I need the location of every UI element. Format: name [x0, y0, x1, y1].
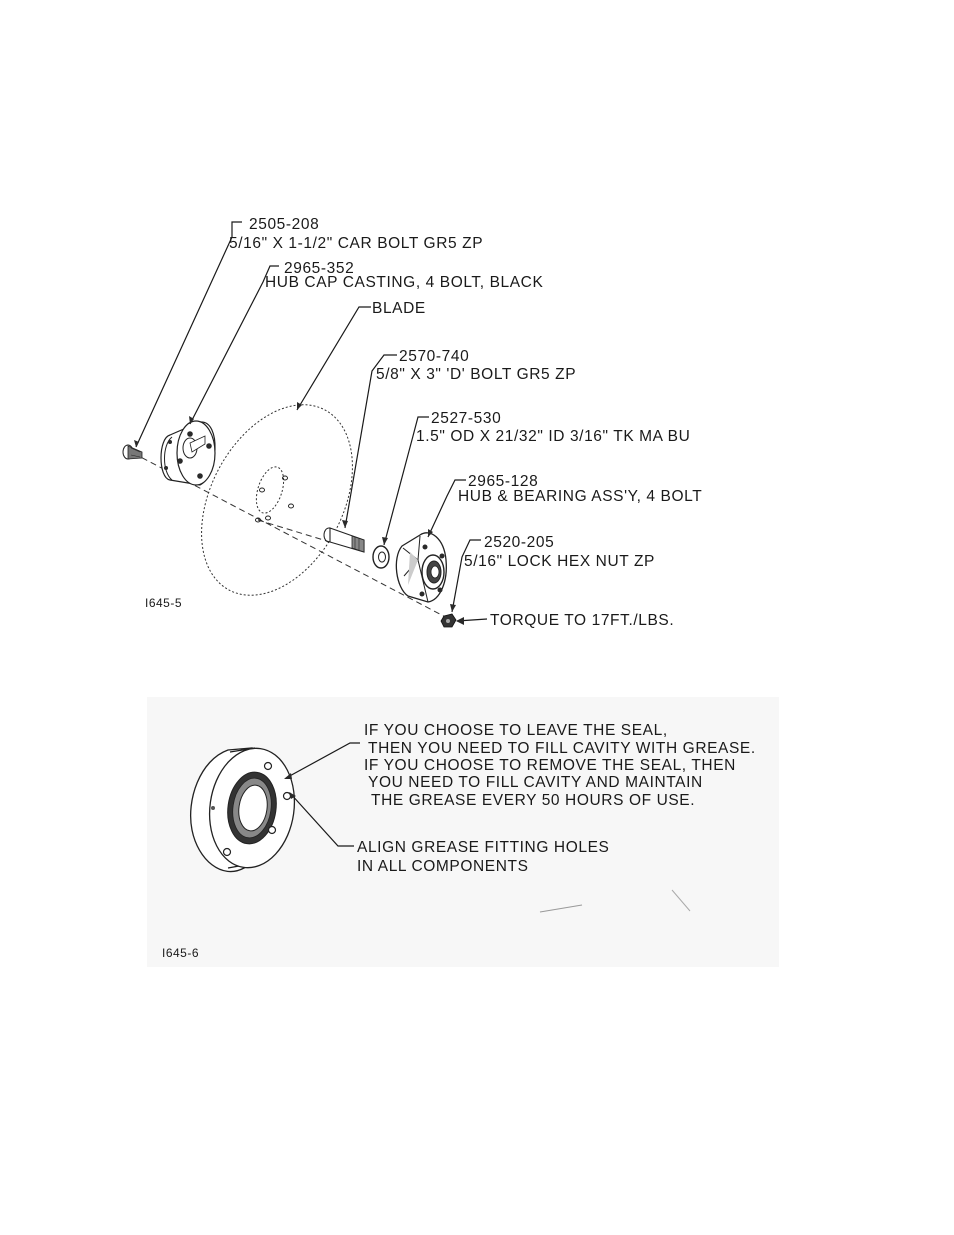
leader-washer [383, 416, 429, 546]
callout-car-bolt-part: 2505-208 [249, 216, 319, 233]
seal-note-line-3: IF YOU CHOOSE TO REMOVE THE SEAL, THEN [364, 757, 736, 774]
seal-note-line-1: IF YOU CHOOSE TO LEAVE THE SEAL, [364, 722, 668, 739]
callout-d-bolt-desc: 5/8" X 3" 'D' BOLT GR5 ZP [376, 366, 576, 383]
callout-hub-cap-desc: HUB CAP CASTING, 4 BOLT, BLACK [265, 274, 543, 291]
callout-hub-cap-part: 2965-352 [284, 260, 354, 277]
leader-align-holes [289, 792, 354, 847]
hub-cap-detail [190, 747, 296, 873]
carriage-bolt [122, 444, 143, 460]
callout-lock-nut-desc: 5/16" LOCK HEX NUT ZP [464, 553, 655, 570]
diagram-grease-detail: IF YOU CHOOSE TO LEAVE THE SEAL, THEN YO… [147, 697, 779, 967]
bolt-axis-line [257, 519, 331, 543]
washer [372, 545, 390, 569]
scan-mark [539, 904, 583, 913]
seal-note-line-2: THEN YOU NEED TO FILL CAVITY WITH GREASE… [368, 740, 756, 757]
callout-lock-nut-part: 2520-205 [484, 534, 554, 551]
callout-torque-label: TORQUE TO 17FT./LBS. [490, 612, 674, 629]
leader-lock-nut [451, 539, 481, 613]
callout-car-bolt-desc: 5/16" X 1-1/2" CAR BOLT GR5 ZP [229, 235, 483, 252]
callout-d-bolt-part: 2570-740 [399, 348, 469, 365]
figure-id-2: I645-6 [162, 946, 199, 960]
callout-blade-label: BLADE [372, 300, 426, 317]
callout-hub-bearing-desc: HUB & BEARING ASS'Y, 4 BOLT [458, 488, 702, 505]
leader-hub-bearing [427, 479, 466, 538]
diagram-exploded-view: 2505-208 5/16" X 1-1/2" CAR BOLT GR5 ZP … [122, 216, 702, 629]
callout-washer-desc: 1.5" OD X 21/32" ID 3/16" TK MA BU [416, 428, 690, 445]
align-note-line-1: ALIGN GREASE FITTING HOLES [357, 839, 609, 856]
leader-d-bolt [344, 354, 397, 529]
blade-disc [201, 404, 353, 596]
callout-washer-part: 2527-530 [431, 410, 501, 427]
hub-and-bearing-assembly [395, 532, 447, 603]
scan-mark [671, 889, 691, 912]
leader-lines [134, 221, 488, 625]
leader-car-bolt [135, 221, 242, 448]
callout-hub-bearing-part: 2965-128 [468, 473, 538, 490]
leader-blade [296, 306, 371, 411]
align-note-line-2: IN ALL COMPONENTS [357, 858, 529, 875]
seal-note-line-5: THE GREASE EVERY 50 HOURS OF USE. [371, 792, 695, 809]
leader-hub-cap [189, 265, 279, 425]
d-bolt [323, 527, 365, 553]
leader-seal-note [285, 742, 360, 779]
figure-id-1: I645-5 [145, 596, 182, 610]
lock-hex-nut [440, 613, 457, 628]
seal-note-line-4: YOU NEED TO FILL CAVITY AND MAINTAIN [368, 774, 703, 791]
hub-cap-casting [160, 420, 216, 486]
